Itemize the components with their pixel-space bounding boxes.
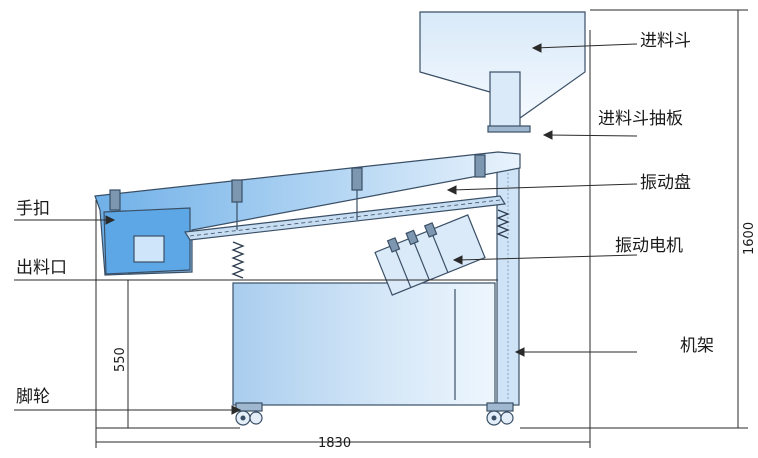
outlet-opening [133, 235, 165, 263]
hopper-plate [487, 125, 531, 133]
caster-right [486, 402, 514, 426]
label-vibration-tray: 振动盘 [640, 173, 691, 193]
vibration-motor [374, 214, 486, 296]
label-vibration-motor: 振动电机 [615, 236, 683, 256]
dimension-width: 1830 [318, 436, 351, 451]
frame-cabinet [232, 282, 496, 406]
label-frame: 机架 [680, 336, 714, 356]
label-casters: 脚轮 [16, 387, 50, 407]
support-springs [231, 209, 510, 279]
dimension-lines [95, 9, 748, 448]
dimension-outlet-height: 550 [113, 347, 128, 372]
label-hopper-plate: 进料斗抽板 [598, 109, 683, 129]
vibration-tray [94, 151, 521, 276]
label-outlet: 出料口 [16, 258, 67, 278]
hopper-neck [489, 71, 521, 131]
leader-lines [14, 43, 638, 415]
hand-clips [109, 154, 486, 230]
label-hopper: 进料斗 [640, 31, 691, 51]
base-plate-dash [189, 199, 501, 237]
label-hand-clip: 手扣 [16, 199, 50, 219]
caster-left [235, 402, 263, 426]
dimension-height: 1600 [742, 222, 757, 255]
